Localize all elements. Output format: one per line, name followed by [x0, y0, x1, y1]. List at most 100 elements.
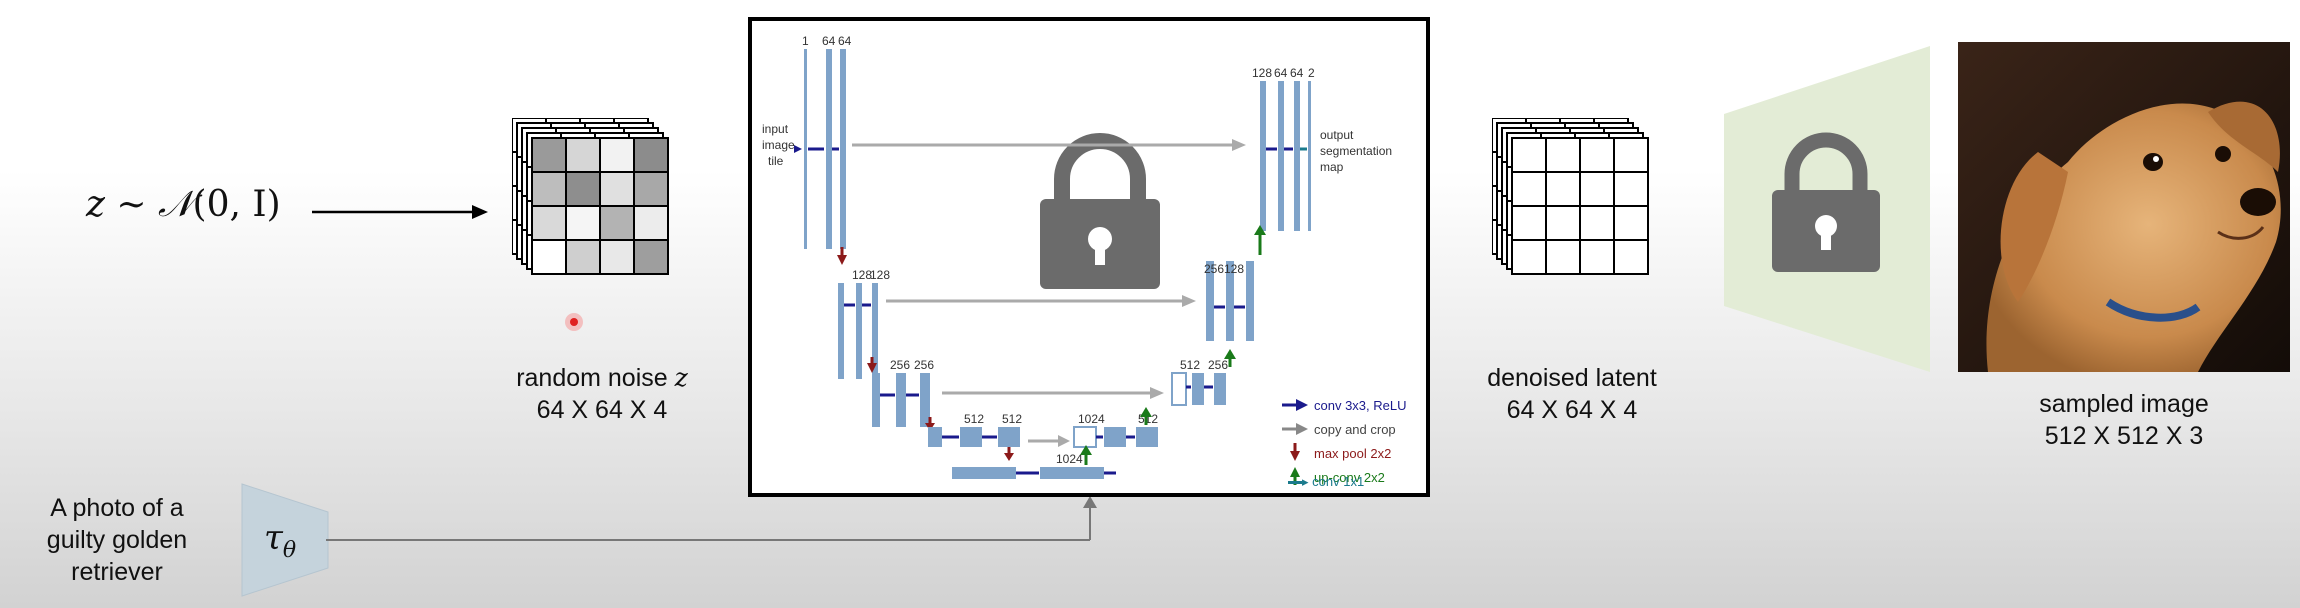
- ch-l2-right-2: 128: [1224, 262, 1244, 276]
- output-label: sampled image 512 X 512 X 3: [2004, 388, 2244, 452]
- conditioning-arrow: [326, 496, 1097, 541]
- latent-title: denoised latent: [1487, 364, 1657, 392]
- unet-output-line-2: segmentation: [1320, 144, 1392, 158]
- ch-top-right-3: 64: [1290, 66, 1304, 80]
- grid-cell: [1579, 137, 1615, 173]
- grid-cell: [1545, 239, 1581, 275]
- text-encoder-symbol: τθ: [264, 518, 296, 563]
- ch-l4-left-1: 512: [964, 412, 984, 426]
- grid-cell: [531, 205, 567, 241]
- latent-label: denoised latent 64 X 64 X 4: [1452, 362, 1692, 426]
- ch-l4-right-1: 1024: [1078, 412, 1105, 426]
- grid-cell: [1579, 239, 1615, 275]
- decoder-block: [1724, 46, 1930, 372]
- formula-normal: 𝒩: [158, 184, 193, 225]
- unet-level1-left: [794, 49, 846, 249]
- ch-l2-left-2: 128: [870, 268, 890, 282]
- legend-upconv: up-conv 2x2: [1314, 470, 1385, 485]
- ch-l3-right-1: 512: [1180, 358, 1200, 372]
- formula-args: (0, I): [192, 184, 281, 225]
- cursor-marker: [565, 313, 583, 331]
- unet-output-line-3: map: [1320, 160, 1344, 174]
- grid-cell: [633, 205, 669, 241]
- grid-cell: [1579, 205, 1615, 241]
- grid-cell: [599, 205, 635, 241]
- encoder-tau: τ: [264, 518, 283, 558]
- prompt-line-1: A photo of a: [50, 494, 184, 522]
- grid-cell: [1613, 239, 1649, 275]
- grid-cell: [599, 137, 635, 173]
- unet-input-line-2: image: [762, 138, 795, 152]
- grid-cell: [599, 171, 635, 207]
- grid-cell: [599, 239, 635, 275]
- ch-l2-left-1: 128: [852, 268, 872, 282]
- grid-cell: [1613, 171, 1649, 207]
- grid-cell: [1613, 137, 1649, 173]
- ch-top-right-4: 2: [1308, 66, 1315, 80]
- noise-latent-grid: [512, 118, 669, 275]
- legend-conv1x1: ▸ conv 1x1: [1288, 474, 1364, 490]
- grid-cell: [1511, 171, 1547, 207]
- grid-cell: [1613, 205, 1649, 241]
- text-prompt: A photo of a guilty golden retriever: [22, 492, 212, 588]
- legend-conv: conv 3x3, ReLU: [1314, 398, 1407, 413]
- ch-top-left-2: 64: [822, 34, 836, 48]
- grid-cell: [1511, 205, 1547, 241]
- grid-cell: [531, 171, 567, 207]
- grid-cell: [1511, 239, 1547, 275]
- unet-level1-right: [1260, 81, 1311, 231]
- grid-cell: [565, 205, 601, 241]
- grid-cell: [565, 137, 601, 173]
- ch-l3-left-2: 256: [914, 358, 934, 372]
- noise-title: random noise: [516, 364, 668, 392]
- noise-formula: z ∼ 𝒩(0, I): [86, 184, 281, 226]
- denoised-latent-grid: [1492, 118, 1649, 275]
- noise-label: random noise z 64 X 64 X 4: [482, 362, 722, 426]
- legend-maxpool: max pool 2x2: [1314, 446, 1391, 461]
- legend-copy: copy and crop: [1314, 422, 1396, 437]
- unet-input-line-3: tile: [768, 154, 784, 168]
- ch-top-right-2: 64: [1274, 66, 1288, 80]
- ch-top-left-3: 64: [838, 34, 852, 48]
- sampled-image: [1958, 42, 2290, 372]
- prompt-line-2: guilty golden: [46, 526, 188, 554]
- ch-l4-left-2: 512: [1002, 412, 1022, 426]
- grid-cell: [565, 239, 601, 275]
- prompt-line-3: retriever: [71, 558, 163, 586]
- encoder-theta: θ: [282, 537, 297, 563]
- unet-lock-icon: [1040, 133, 1160, 289]
- ch-top-right-1: 128: [1252, 66, 1272, 80]
- noise-dims: 64 X 64 X 4: [536, 396, 668, 424]
- unet-legend: conv 3x3, ReLU copy and crop max pool 2x…: [1282, 398, 1407, 485]
- grid-cell: [633, 171, 669, 207]
- ch-l3-left-1: 256: [890, 358, 910, 372]
- ch-l3-right-2: 256: [1208, 358, 1228, 372]
- ch-l2-right-1: 256: [1204, 262, 1224, 276]
- text-encoder-block: [241, 483, 329, 597]
- unet-output-line-1: output: [1320, 128, 1354, 142]
- grid-cell: [565, 171, 601, 207]
- grid-cell: [1545, 205, 1581, 241]
- output-dims: 512 X 512 X 3: [2044, 422, 2204, 450]
- unet-svg: 1 64 64 input image tile 128 64 64 2 out…: [762, 34, 1407, 485]
- ch-top-left-1: 1: [802, 34, 809, 48]
- output-title: sampled image: [2039, 390, 2209, 418]
- grid-cell: [1511, 137, 1547, 173]
- unet-diagram: 1 64 64 input image tile 128 64 64 2 out…: [748, 17, 1430, 497]
- latent-dims: 64 X 64 X 4: [1506, 396, 1638, 424]
- grid-cell: [633, 239, 669, 275]
- grid-cell: [633, 137, 669, 173]
- legend-conv1x1-text: conv 1x1: [1312, 474, 1365, 489]
- noise-var: z: [674, 363, 688, 392]
- formula-sim: ∼: [116, 184, 147, 225]
- grid-cell: [1579, 171, 1615, 207]
- formula-z: z: [86, 184, 105, 225]
- unet-input-line-1: input: [762, 122, 789, 136]
- grid-cell: [1545, 137, 1581, 173]
- grid-cell: [531, 137, 567, 173]
- grid-cell: [1545, 171, 1581, 207]
- formula-arrow: [312, 205, 488, 219]
- decoder-lock-icon: [1772, 132, 1880, 272]
- grid-cell: [531, 239, 567, 275]
- ch-bottom: 1024: [1056, 452, 1083, 466]
